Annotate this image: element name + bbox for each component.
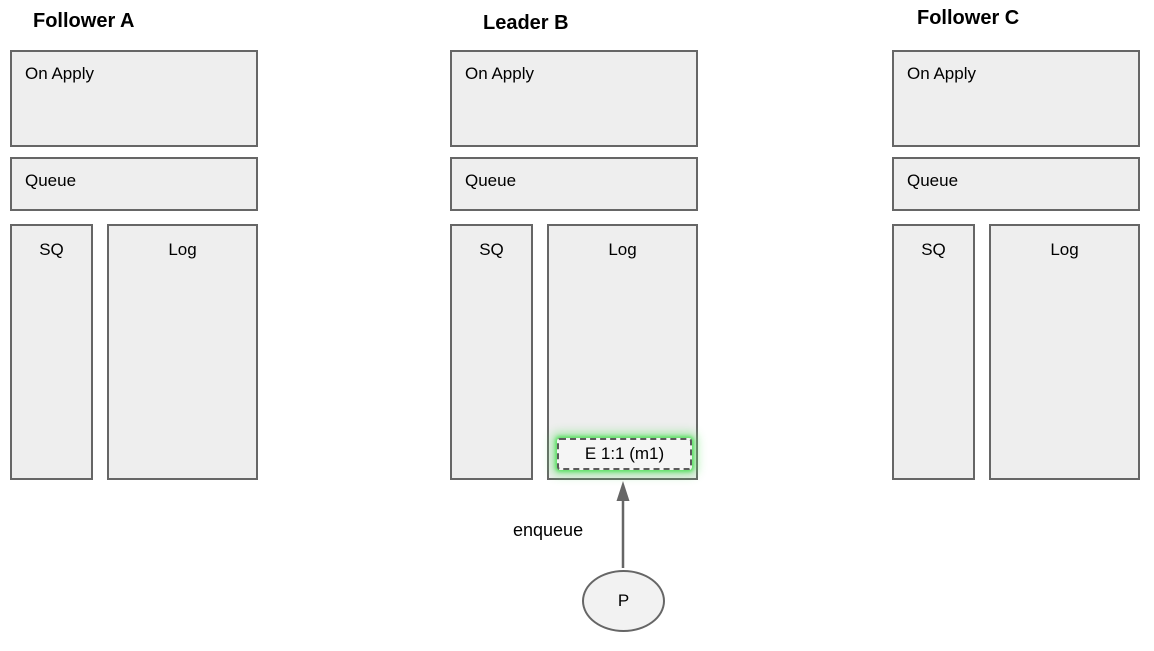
sq-label: SQ — [921, 240, 946, 259]
column-title: Follower C — [917, 7, 1020, 29]
log-entry: E 1:1 (m1) — [557, 438, 692, 470]
on-apply-label: On Apply — [465, 64, 534, 83]
enqueue-label: enqueue — [513, 520, 584, 540]
on-apply-box: On Apply — [892, 50, 1140, 147]
column-title: Leader B — [483, 12, 569, 34]
log-label: Log — [168, 240, 197, 259]
column-follower-a: Follower A On Apply Queue SQ Log — [10, 0, 258, 485]
log-box: Log — [989, 224, 1140, 480]
sq-label: SQ — [479, 240, 504, 259]
queue-box: Queue — [450, 157, 698, 211]
producer-node: P — [582, 570, 665, 632]
queue-box: Queue — [892, 157, 1140, 211]
column-title: Follower A — [33, 10, 135, 32]
on-apply-label: On Apply — [907, 64, 976, 83]
log-label: Log — [1050, 240, 1079, 259]
queue-label: Queue — [465, 171, 517, 190]
sq-box: SQ — [892, 224, 975, 480]
sq-box: SQ — [10, 224, 93, 480]
log-box: Log E 1:1 (m1) — [547, 224, 698, 480]
producer-label: P — [617, 591, 630, 610]
log-box: Log — [107, 224, 258, 480]
queue-box: Queue — [10, 157, 258, 211]
queue-label: Queue — [25, 171, 77, 190]
log-label: Log — [608, 240, 637, 259]
on-apply-label: On Apply — [25, 64, 94, 83]
column-leader-b: Leader B On Apply Queue SQ Log E 1:1 (m1… — [450, 0, 698, 485]
on-apply-box: On Apply — [450, 50, 698, 147]
on-apply-box: On Apply — [10, 50, 258, 147]
sq-label: SQ — [39, 240, 64, 259]
column-follower-c: Follower C On Apply Queue SQ Log — [892, 0, 1140, 485]
sq-box: SQ — [450, 224, 533, 480]
queue-label: Queue — [907, 171, 959, 190]
